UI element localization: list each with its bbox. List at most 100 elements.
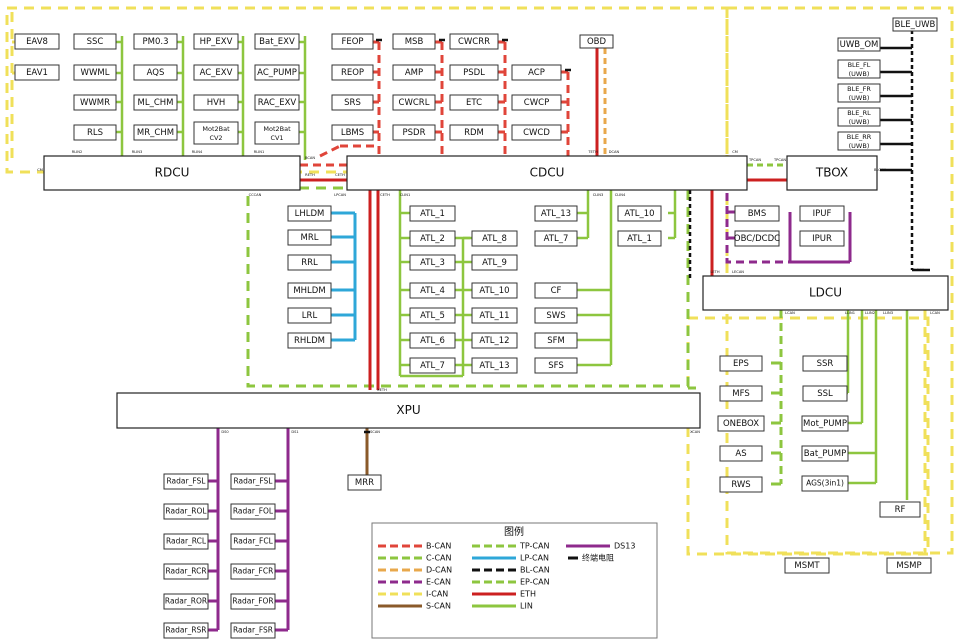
node-etc[interactable]: ETC [449,94,499,111]
node-acp[interactable]: ACP [511,64,562,81]
node-atl-5[interactable]: ATL_5 [409,307,456,324]
node-ssc[interactable]: SSC [73,33,117,50]
node-radar-ror[interactable]: Radar_ROR [163,593,209,610]
node-rws[interactable]: RWS [719,476,763,493]
node-rls[interactable]: RLS [73,124,117,141]
node-atl-10a[interactable]: ATL_10 [471,282,518,299]
node-bat-pump[interactable]: Bat_PUMP [801,445,849,462]
node-radar-rol[interactable]: Radar_ROL [163,503,209,520]
node-atl-1a[interactable]: ATL_1 [409,205,456,222]
node-cwcrl[interactable]: CWCRL [392,94,436,111]
node-fcr[interactable]: Radar_FCR [230,563,276,580]
node-cwcrr[interactable]: CWCRR [449,33,499,50]
node-atl-3[interactable]: ATL_3 [409,254,456,271]
node-mhldm[interactable]: MHLDM [287,282,332,299]
node-msb[interactable]: MSB [392,33,436,50]
node-eav8[interactable]: EAV8 [14,33,60,50]
node-mrr[interactable]: MRR [347,474,382,491]
node-radar-rcr[interactable]: Radar_RCR [163,563,209,580]
node-ipuf[interactable]: IPUF [799,205,845,222]
node-rac-exv[interactable]: RAC_EXV [254,94,300,111]
node-sws[interactable]: SWS [534,307,578,324]
node-msmp[interactable]: MSMP [886,557,932,574]
node-hp-exv[interactable]: HP_EXV [193,33,239,50]
node-as[interactable]: AS [719,445,763,462]
node-atl-9[interactable]: ATL_9 [471,254,518,271]
node-wwmr[interactable]: WWMR [73,94,117,111]
node-cf[interactable]: CF [534,282,578,299]
controller-tbox[interactable]: TBOX [786,155,878,191]
node-fsr[interactable]: Radar_FSR [230,622,276,639]
node-mfs[interactable]: MFS [719,385,763,402]
node-amp[interactable]: AMP [392,64,436,81]
node-ssr[interactable]: SSR [802,355,848,372]
node-rdm[interactable]: RDM [449,124,499,141]
node-atl-10b[interactable]: ATL_10 [617,205,662,222]
node-atl-8[interactable]: ATL_8 [471,230,518,247]
node-bat-exv[interactable]: Bat_EXV [254,33,300,50]
node-mr-chm[interactable]: MR_CHM [133,124,178,141]
node-mrl[interactable]: MRL [287,229,332,246]
node-srs[interactable]: SRS [331,94,374,111]
node-fcl[interactable]: Radar_FCL [230,533,276,550]
node-cwcd[interactable]: CWCD [511,124,562,141]
node-atl-7b[interactable]: ATL_7 [534,230,578,247]
node-ble-rl[interactable]: BLE_RL(UWB) [837,107,881,127]
node-uwb-om[interactable]: UWB_OM [837,37,881,52]
node-onebox[interactable]: ONEBOX [717,415,765,432]
node-lbms[interactable]: LBMS [331,124,374,141]
node-atl-7a[interactable]: ATL_7 [409,357,456,374]
node-fol[interactable]: Radar_FOL [230,503,276,520]
node-bms[interactable]: BMS [734,205,780,222]
controller-rdcu[interactable]: RDCU [43,155,301,191]
node-lhldm[interactable]: LHLDM [287,205,332,222]
node-cwcp[interactable]: CWCP [511,94,562,111]
node-msmt[interactable]: MSMT [784,557,830,574]
node-atl-1b[interactable]: ATL_1 [617,230,662,247]
controller-ldcu[interactable]: LDCU [702,275,949,311]
node-rrl[interactable]: RRL [287,254,332,271]
node-ml-chm[interactable]: ML_CHM [133,94,178,111]
node-atl-6[interactable]: ATL_6 [409,332,456,349]
node-ble-uwb[interactable]: BLE_UWB [892,17,938,32]
node-atl-13b[interactable]: ATL_13 [534,205,578,222]
node-reop[interactable]: REOP [331,64,374,81]
node-wwml[interactable]: WWML [73,64,117,81]
node-radar-rsr[interactable]: Radar_RSR [163,622,209,639]
node-atl-4[interactable]: ATL_4 [409,282,456,299]
node-ags[interactable]: AGS(3in1) [801,475,849,492]
node-mot-pump[interactable]: Mot_PUMP [801,415,849,432]
node-pm03[interactable]: PM0.3 [133,33,178,50]
controller-cdcu[interactable]: CDCU [346,155,748,191]
node-ac-pump[interactable]: AC_PUMP [254,64,300,81]
node-lrl[interactable]: LRL [287,307,332,324]
node-radar-rcl[interactable]: Radar_RCL [163,533,209,550]
node-sfs[interactable]: SFS [534,357,578,374]
node-for[interactable]: Radar_FOR [230,593,276,610]
node-ssl[interactable]: SSL [802,385,848,402]
node-atl-2[interactable]: ATL_2 [409,230,456,247]
node-atl-13a[interactable]: ATL_13 [471,357,518,374]
node-obc-dcdc[interactable]: OBC/DCDC [734,230,780,247]
controller-xpu[interactable]: XPU [116,392,701,429]
node-atl-12[interactable]: ATL_12 [471,332,518,349]
node-sfm[interactable]: SFM [534,332,578,349]
node-radar-fsl[interactable]: Radar_FSL [163,473,209,490]
node-psdl[interactable]: PSDL [449,64,499,81]
node-obd[interactable]: OBD [579,34,614,49]
node-ble-rr[interactable]: BLE_RR(UWB) [837,131,881,151]
node-ipur[interactable]: IPUR [799,230,845,247]
node-ble-fl[interactable]: BLE_FL(UWB) [837,59,881,79]
node-aqs[interactable]: AQS [133,64,178,81]
node-eav1[interactable]: EAV1 [14,64,60,81]
node-ble-fr[interactable]: BLE_FR(UWB) [837,83,881,103]
node-fsl[interactable]: Radar_FSL [230,473,276,490]
node-rf[interactable]: RF [879,501,921,518]
node-eps[interactable]: EPS [719,355,763,372]
node-rhldm[interactable]: RHLDM [287,332,332,349]
node-psdr[interactable]: PSDR [392,124,436,141]
node-hvh[interactable]: HVH [193,94,239,111]
node-ac-exv[interactable]: AC_EXV [193,64,239,81]
node-feop[interactable]: FEOP [331,33,374,50]
